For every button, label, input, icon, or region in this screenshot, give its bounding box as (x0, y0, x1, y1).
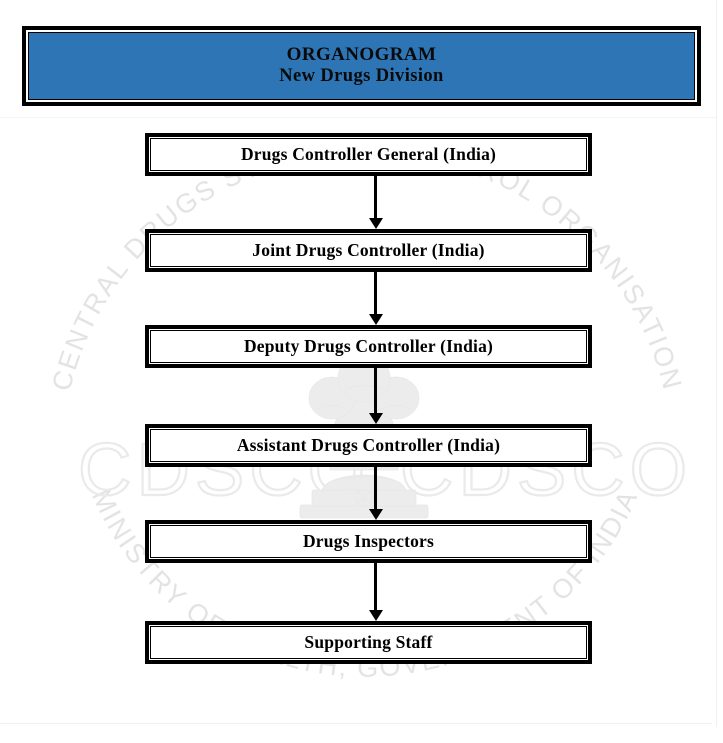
org-node-drugs-inspectors[interactable]: Drugs Inspectors (145, 520, 592, 563)
org-node-drugs-controller-general[interactable]: Drugs Controller General (India) (145, 133, 592, 176)
org-node-assistant-drugs-controller[interactable]: Assistant Drugs Controller (India) (145, 424, 592, 467)
organogram-title-banner: ORGANOGRAM New Drugs Division (22, 26, 701, 106)
org-node-inner: Supporting Staff (150, 626, 587, 659)
org-node-label: Drugs Controller General (India) (240, 144, 497, 164)
org-node-inner: Joint Drugs Controller (India) (150, 234, 587, 267)
org-node-inner: Deputy Drugs Controller (India) (150, 330, 587, 363)
org-node-label: Drugs Inspectors (302, 531, 435, 551)
page-title: ORGANOGRAM (286, 43, 437, 65)
org-node-inner: Drugs Inspectors (150, 525, 587, 558)
connector-jdc-to-ddc (368, 272, 383, 325)
org-node-label: Assistant Drugs Controller (India) (236, 435, 501, 455)
org-node-deputy-drugs-controller[interactable]: Deputy Drugs Controller (India) (145, 325, 592, 368)
page-edge-right (716, 0, 717, 727)
org-node-inner: Drugs Controller General (India) (150, 138, 587, 171)
org-node-inner: Assistant Drugs Controller (India) (150, 429, 587, 462)
connector-inspectors-to-staff (368, 563, 383, 621)
page-edge-bottom (0, 723, 712, 724)
page-seam-line (0, 117, 716, 118)
page-subtitle: New Drugs Division (279, 66, 444, 87)
org-node-supporting-staff[interactable]: Supporting Staff (145, 621, 592, 664)
org-node-joint-drugs-controller[interactable]: Joint Drugs Controller (India) (145, 229, 592, 272)
connector-dcgi-to-jdc (368, 176, 383, 229)
connector-adc-to-inspectors (368, 467, 383, 520)
org-node-label: Deputy Drugs Controller (India) (243, 336, 494, 356)
connector-ddc-to-adc (368, 368, 383, 424)
org-node-label: Joint Drugs Controller (India) (252, 240, 485, 260)
banner-inner: ORGANOGRAM New Drugs Division (28, 32, 695, 100)
org-node-label: Supporting Staff (304, 632, 433, 652)
